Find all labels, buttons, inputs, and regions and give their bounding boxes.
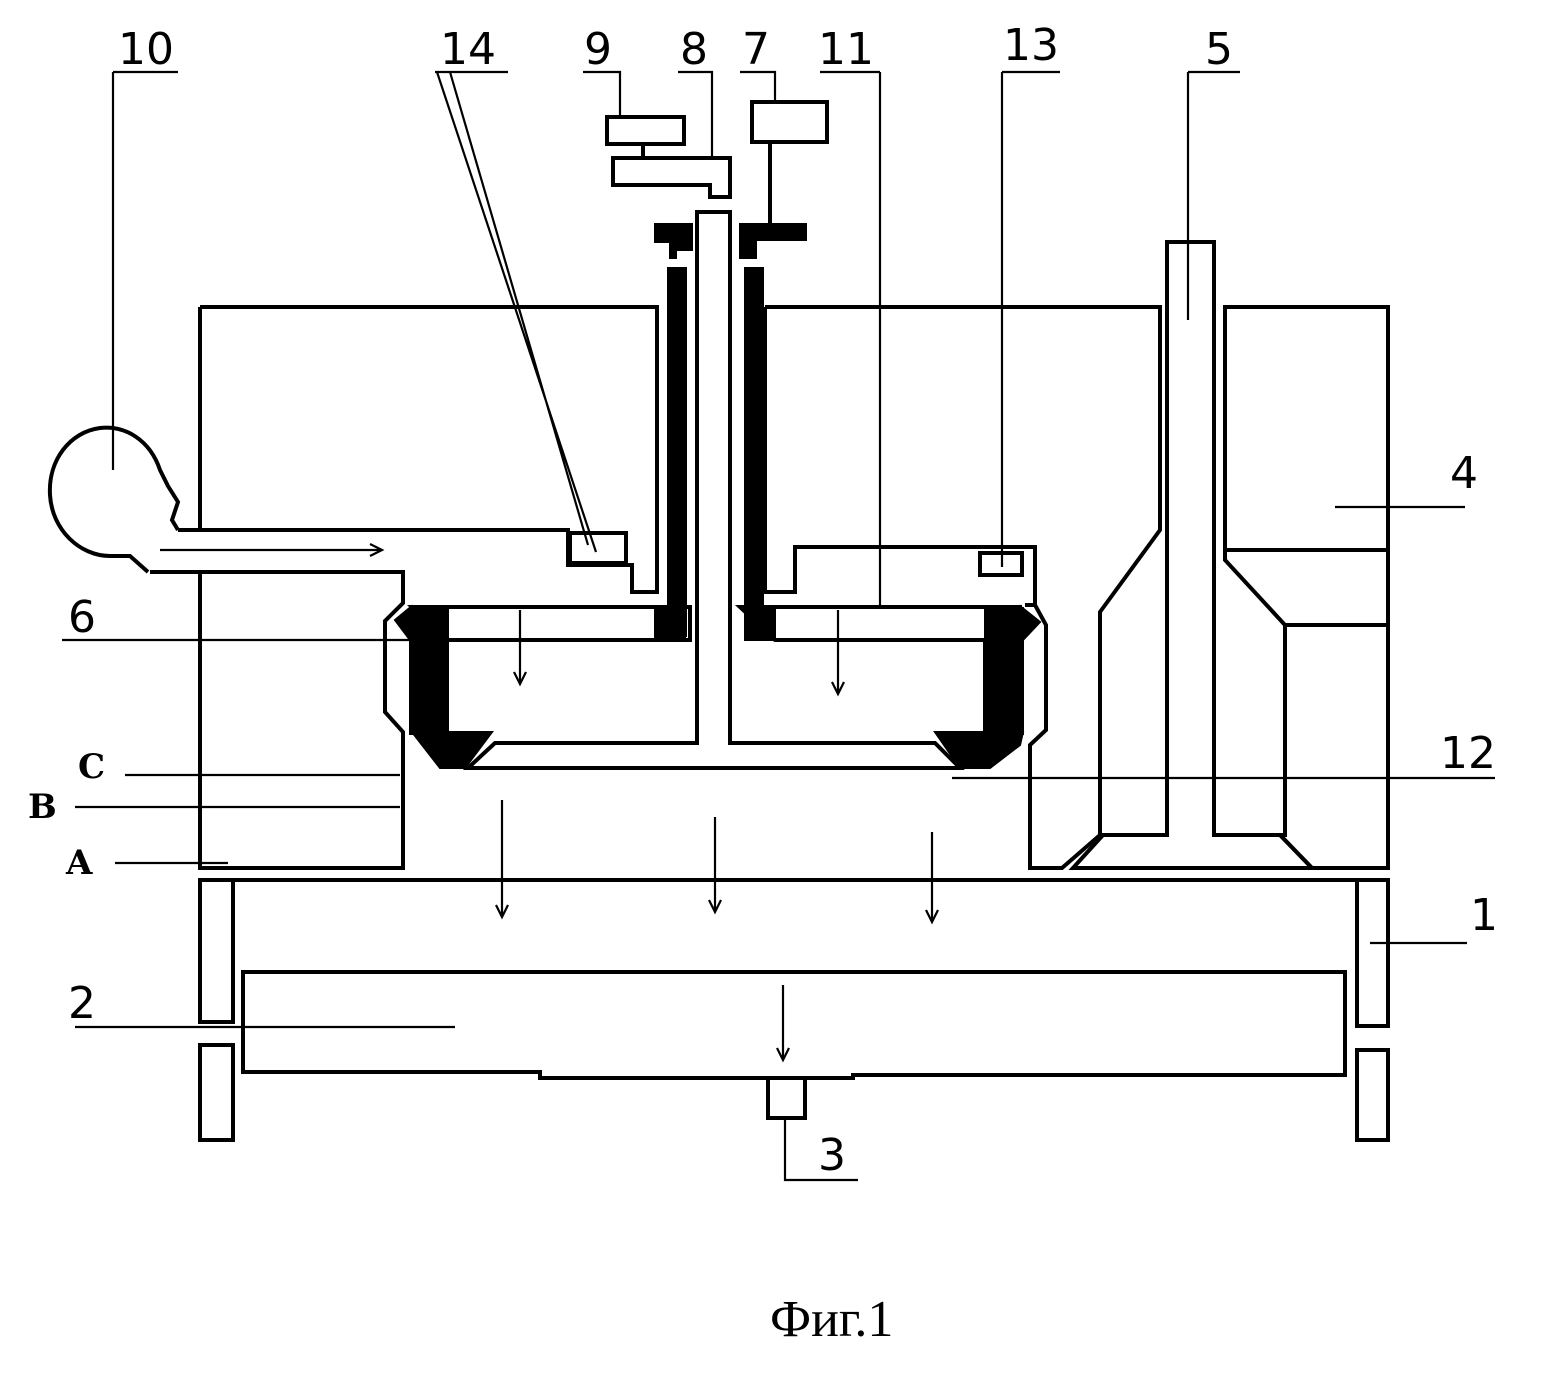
label-12: 12 — [1440, 728, 1496, 779]
arrow-down — [496, 800, 508, 917]
arrow-down — [777, 985, 789, 1060]
piston-2 — [243, 972, 1345, 1118]
arrow-down — [832, 610, 844, 694]
arrow-down — [926, 832, 938, 922]
label-9: 9 — [584, 24, 612, 75]
label-2: 2 — [68, 978, 96, 1029]
label-C: C — [78, 747, 105, 787]
cylinder-head — [150, 307, 1165, 868]
actuator-7 — [752, 102, 827, 142]
label-8: 8 — [680, 24, 708, 75]
label-1: 1 — [1470, 890, 1498, 941]
figure-caption: Фиг.1 — [770, 1291, 893, 1348]
actuators — [607, 102, 827, 225]
channel-4-block — [1215, 307, 1388, 868]
label-3: 3 — [818, 1130, 846, 1181]
label-4: 4 — [1450, 448, 1478, 499]
label-14: 14 — [440, 24, 496, 75]
label-A: A — [65, 843, 93, 883]
arrow-intake — [160, 544, 382, 556]
actuator-9 — [607, 117, 684, 144]
label-5: 5 — [1205, 24, 1233, 75]
valve-5 — [1073, 242, 1312, 868]
central-valve — [468, 212, 960, 768]
label-B: B — [28, 787, 57, 827]
label-7: 7 — [742, 24, 770, 75]
arrow-down — [514, 610, 526, 684]
flow-arrows — [160, 544, 938, 1060]
sensor-14 — [570, 533, 626, 563]
label-11: 11 — [818, 24, 874, 75]
label-13: 13 — [1003, 20, 1059, 71]
label-6: 6 — [68, 592, 96, 643]
label-10: 10 — [118, 24, 174, 75]
actuator-8 — [613, 158, 730, 197]
cylinder-1 — [200, 880, 1388, 1140]
arrow-down — [709, 817, 721, 912]
